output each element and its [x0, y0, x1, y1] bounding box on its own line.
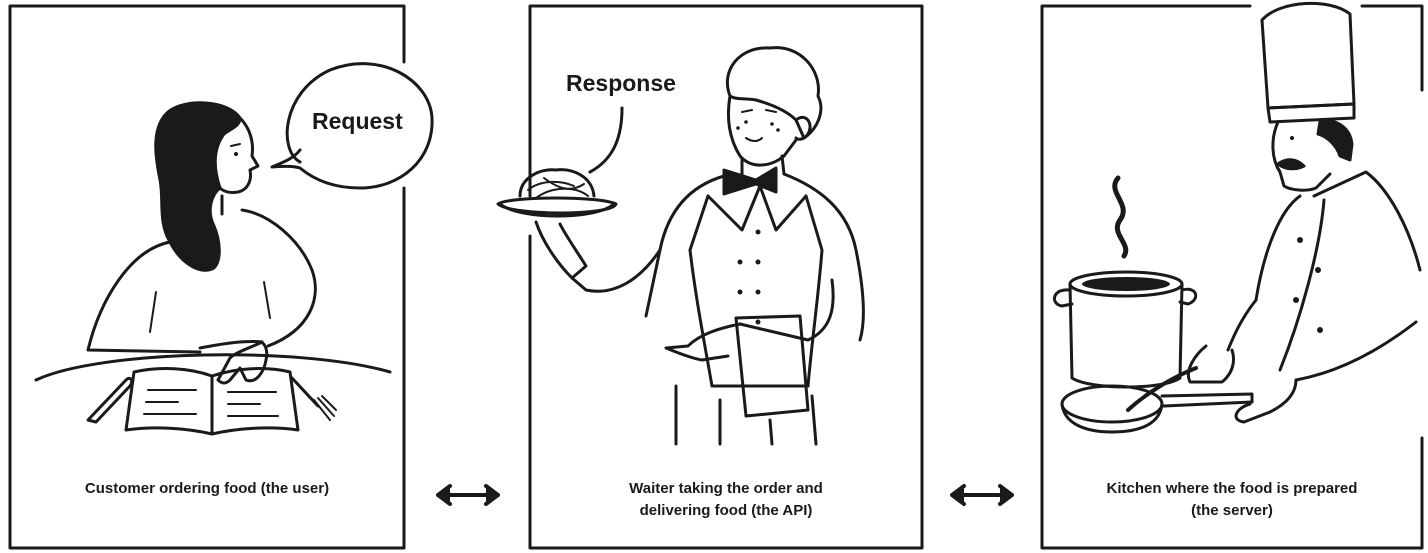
- chef-hat: [1260, 1, 1356, 110]
- caption-line: Waiter taking the order and: [629, 480, 823, 497]
- panel-waiter: [496, 4, 924, 550]
- chef-figure: [1187, 1, 1422, 424]
- hair: [154, 101, 242, 272]
- caption-waiter: Waiter taking the order and delivering f…: [530, 478, 922, 522]
- table-edge: [34, 353, 392, 382]
- hair: [725, 46, 823, 140]
- caption-line: delivering food (the API): [639, 502, 813, 519]
- towel: [734, 314, 810, 418]
- panel-customer: [8, 4, 434, 550]
- caption-customer: Customer ordering food (the user): [10, 478, 404, 500]
- double-arrow-icon: [950, 484, 1014, 506]
- speech-bubble-request: [270, 62, 434, 190]
- frying-pan: [1060, 366, 1254, 434]
- caption-kitchen: Kitchen where the food is prepared (the …: [1042, 478, 1422, 522]
- fork-icon: [290, 376, 337, 421]
- mustache: [1276, 158, 1306, 171]
- response-pointer: [588, 106, 624, 174]
- panel-frame: [1040, 4, 1424, 550]
- cooking-pot: [1053, 270, 1198, 389]
- caption-line: (the server): [1191, 502, 1273, 519]
- spaghetti-plate: [496, 168, 618, 218]
- bow-tie: [722, 166, 778, 196]
- customer-figure: [86, 101, 317, 385]
- chef-hair: [1316, 119, 1354, 162]
- caption-line: Kitchen where the food is prepared: [1106, 480, 1358, 497]
- steam-icon: [1112, 175, 1129, 259]
- double-arrow-icon: [436, 484, 500, 506]
- response-bubble-label: Response: [566, 70, 676, 96]
- panel-kitchen: [1040, 1, 1424, 550]
- panel-frame: [528, 4, 924, 550]
- panel-frame: [8, 4, 406, 550]
- menu-booklet: [124, 367, 300, 436]
- knife-icon: [86, 376, 134, 424]
- caption-line: Customer ordering food (the user): [84, 480, 330, 497]
- request-bubble-label: Request: [312, 108, 403, 134]
- waiter-figure: [534, 46, 865, 446]
